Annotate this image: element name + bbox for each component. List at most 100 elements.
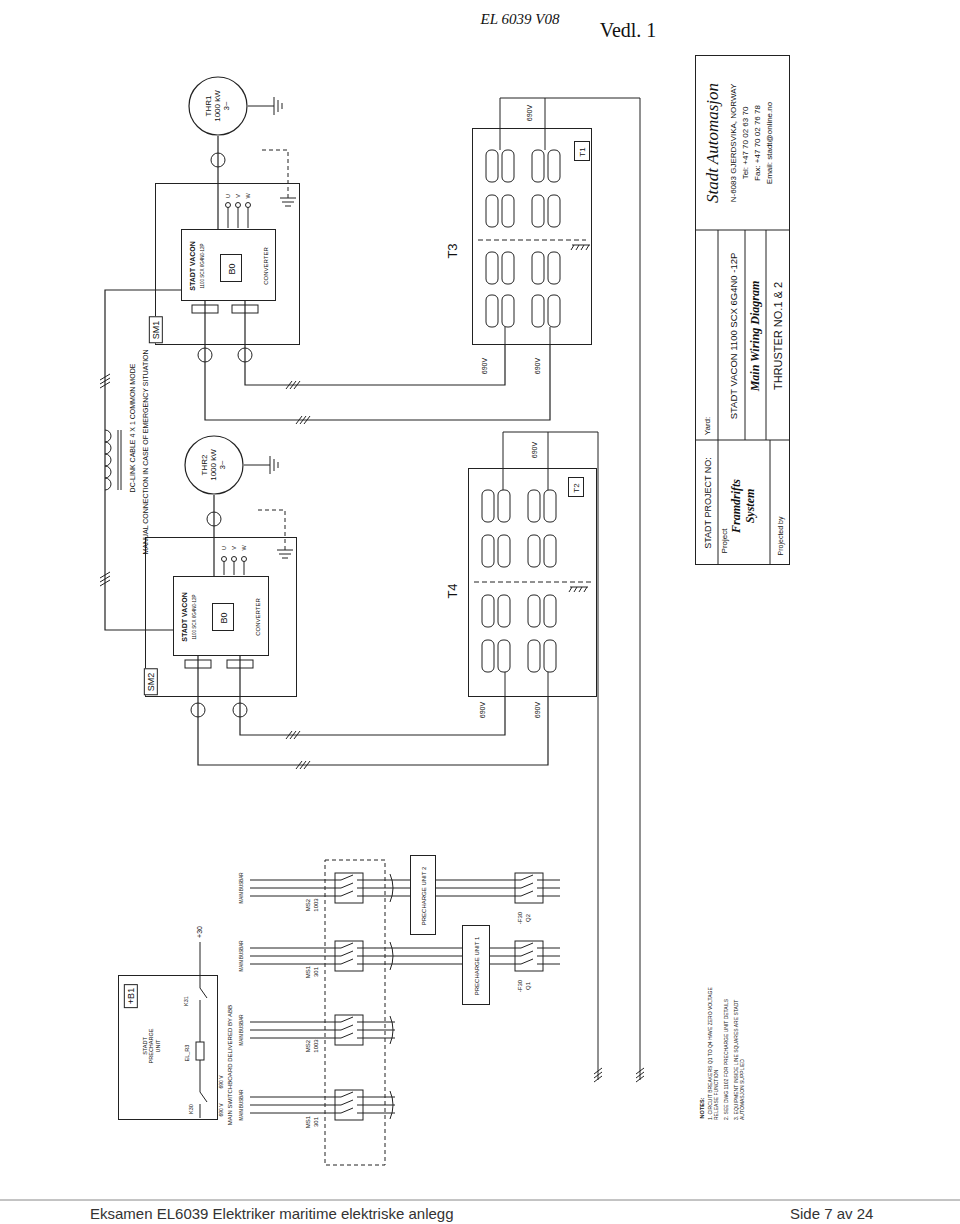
transformer-t4: [503, 432, 598, 1080]
transformer-t3: [486, 252, 498, 284]
transformer-t4: [498, 535, 510, 567]
transformer-t3: [500, 128, 545, 150]
node-label: Projected by: [777, 517, 785, 556]
transformer-tag: T1: [574, 141, 590, 161]
node-label: SM1: [149, 317, 163, 344]
circuit-breaker-symbols: [390, 874, 393, 1119]
transformer-t3: [502, 195, 514, 227]
circuit-breaker-symbols: [335, 1090, 363, 1120]
circuit-breaker-symbols: [325, 860, 385, 1165]
transformer-t4: [482, 490, 494, 522]
transformer-t4: [528, 595, 540, 627]
breaker-label: Q2: [525, 914, 532, 922]
transformer-t3: [486, 150, 498, 182]
transformer-t4: [505, 672, 548, 697]
circuit-breaker-symbols: [515, 943, 543, 964]
circuit-breaker-symbols: [335, 943, 363, 964]
transformer-t3: [532, 252, 544, 284]
voltage-label: 690 V: [219, 1103, 225, 1116]
page-rule: [0, 1200, 960, 1201]
circuit-breaker-symbols: [515, 941, 543, 971]
title-block-grid: [695, 230, 790, 231]
transformer-t3: [502, 150, 514, 182]
node-label: 1100 SCX 6G4N0-12P: [192, 594, 197, 639]
transformer-t3: [532, 150, 544, 182]
transformer-t3: [478, 98, 640, 1080]
power-cable: [105, 290, 181, 630]
transformer-box: T3T1: [472, 128, 592, 345]
transformer-t4: [528, 535, 540, 567]
transformer-t4: [474, 432, 598, 1080]
power-cable: [205, 301, 550, 420]
terminal-label: W: [245, 193, 251, 198]
terminal-label: W: [241, 545, 247, 550]
transformer-t4: [544, 595, 556, 627]
title-block-grid: [770, 440, 771, 565]
node-label: CONVERTER: [255, 598, 262, 636]
transformer-t3: [548, 252, 560, 284]
breaker-label: 301: [313, 1117, 320, 1127]
motor-wiring: [277, 550, 293, 558]
main-busbars: [250, 880, 560, 896]
transformer-t3: [548, 295, 560, 327]
breaker-label: 301: [313, 967, 320, 977]
breaker-label: 1003: [313, 1039, 320, 1052]
title-block-grid: [745, 230, 746, 440]
transformer-t3: [532, 295, 544, 327]
node-label: THR2 1000 kW 3~: [200, 448, 228, 482]
handwritten-note: Vedl. 1: [600, 19, 657, 42]
dc-link-inductor: [105, 430, 121, 490]
node-label: Framdrifts System: [730, 469, 758, 544]
transformer-tag: T2: [568, 477, 584, 497]
motor-wiring: [228, 208, 248, 229]
drawing-note: 2. SEE DWG 1102 FOR PRECHARGE UNIT DETAI…: [724, 970, 730, 1120]
main-busbars: [250, 880, 560, 1113]
terminal-label: V: [231, 546, 237, 550]
node-label: EL_R3: [184, 1045, 190, 1062]
transformer-t3: [502, 295, 514, 327]
page-footer: Eksamen EL6039 Elektriker maritime elekt…: [90, 1205, 454, 1222]
transformer-t4: [474, 582, 592, 583]
breaker-label: Q1: [525, 982, 532, 990]
node-label: STADT VACON: [189, 241, 197, 291]
node-label: T4: [446, 583, 461, 598]
motor-wiring: [248, 97, 282, 115]
precharge-control-wiring: [200, 1060, 207, 1118]
motor-wiring: [226, 203, 231, 208]
node-label: B0: [227, 263, 237, 274]
precharge-control-box: +B1STADT PRECHARGE UNITK31EL_R3K30: [118, 975, 218, 1120]
power-cable: [245, 301, 505, 385]
motor-wiring: [262, 150, 288, 198]
dc-link-inductor: [105, 430, 111, 490]
motor-wiring: [244, 456, 278, 474]
precharge-control-wiring: [196, 942, 207, 1118]
circuit-breaker-symbols: [515, 873, 543, 903]
drawing-note: 1. CIRCUIT BREAKERS Q1 TO Q4 HAVE ZERO V…: [708, 970, 720, 1120]
node-label: Main Wiring Diagram: [749, 281, 763, 392]
node-label: PRECHARGE UNIT 1: [474, 937, 481, 996]
node-label: N-6083 GJERDSVIKA, NORWAY: [729, 84, 738, 203]
node-label: +B1: [124, 984, 138, 1008]
transformer-t3: [486, 295, 498, 327]
converter-box: STADT VACON1100 SCX 6G4N0-12PCONVERTERB0: [173, 576, 269, 656]
converter-enclosure: SM1STADT VACON1100 SCX 6G4N0-12PCONVERTE…: [155, 183, 300, 345]
transformer-t4: [544, 640, 556, 672]
voltage-label: 690V: [534, 358, 542, 374]
power-cable: [213, 495, 214, 576]
precharge-control-wiring: [196, 1042, 204, 1060]
node-label: PRECHARGE UNIT 2: [421, 867, 428, 926]
page-rule: [0, 1200, 960, 1201]
transformer-t3: [486, 195, 498, 227]
transformer-t4: [498, 595, 510, 627]
circuit-breaker-symbols: [335, 1015, 363, 1045]
transformer-t3: [548, 150, 560, 182]
transformer-t3: [478, 240, 586, 241]
motor-outline: [189, 77, 247, 135]
title-block: STADT PROJECT NO:ProjectFramdrifts Syste…: [695, 55, 790, 565]
motor-circle: THR2 1000 kW 3~: [184, 435, 244, 495]
voltage-label: 690V: [479, 702, 487, 718]
converter-enclosure: SM2STADT VACON1100 SCX 6G4N0-12PCONVERTE…: [145, 537, 297, 697]
circuit-breaker-symbols: [335, 873, 363, 903]
title-block-grid: [695, 230, 790, 565]
transformer-t4: [482, 640, 494, 672]
